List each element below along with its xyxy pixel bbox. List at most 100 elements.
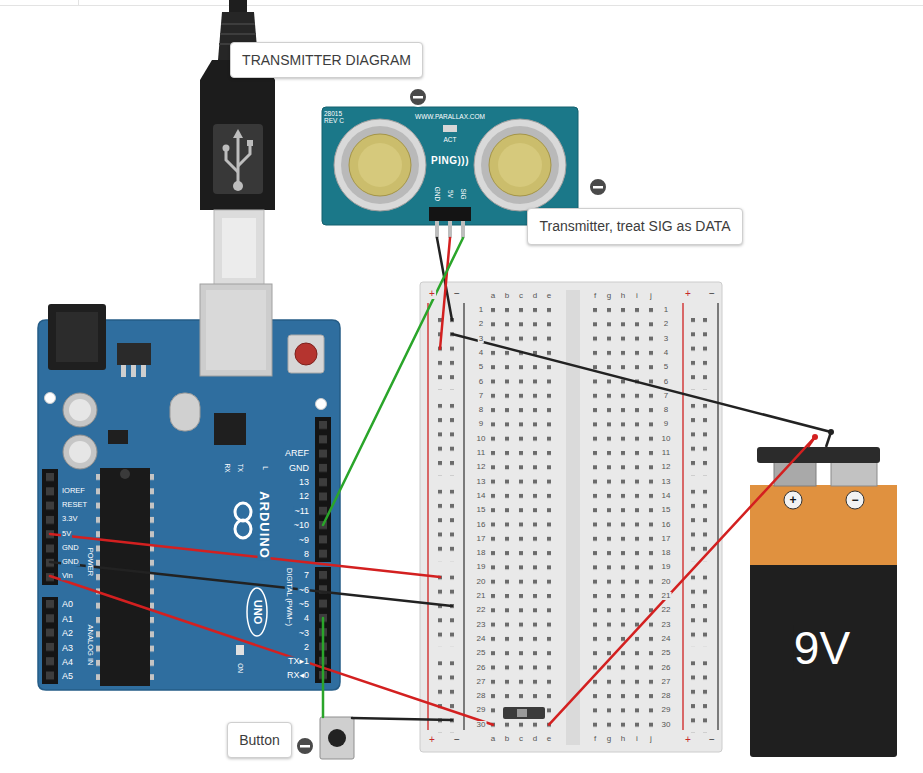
row-number: 6 — [663, 378, 669, 386]
column-letter: c — [518, 735, 524, 743]
wire — [323, 238, 463, 525]
pin-label: A3 — [61, 644, 74, 653]
usb-symbol-panel — [213, 124, 263, 194]
rail-sign: + — [428, 735, 436, 745]
callout-marker — [296, 737, 314, 755]
column-letter: b — [504, 735, 510, 743]
polarity-mark: + — [789, 494, 796, 506]
row-number: 22 — [476, 606, 487, 614]
rail-sign: − — [453, 735, 461, 745]
capacitor — [69, 441, 91, 463]
row-number: 13 — [661, 478, 672, 486]
pin-label: A5 — [61, 672, 74, 681]
row-number: 25 — [476, 649, 487, 657]
board-brand: ARDUINO — [258, 490, 271, 560]
pin-label: A1 — [61, 615, 74, 624]
row-number: 21 — [661, 592, 672, 600]
dc-jack — [48, 304, 106, 370]
polarity-circle — [846, 491, 864, 509]
pin-label: ~5 — [298, 600, 310, 609]
canvas-edge — [0, 5, 923, 6]
polarity-circle — [784, 491, 802, 509]
pin-label: Vin — [61, 572, 74, 580]
wire — [322, 618, 325, 717]
analog-header — [42, 597, 58, 684]
usb-metal — [222, 218, 256, 278]
usb-receptacle — [206, 290, 266, 370]
row-number: 11 — [476, 449, 486, 457]
usb-symbol — [238, 146, 250, 166]
row-number: 10 — [661, 435, 672, 443]
row-number: 26 — [476, 664, 487, 672]
pin-label: A0 — [61, 600, 74, 609]
pin-label: 5V — [447, 190, 454, 198]
row-number: 12 — [476, 463, 487, 471]
usb-symbol — [247, 140, 253, 146]
rail-line — [717, 303, 719, 730]
row-number: 8 — [478, 406, 484, 414]
sensor-pin — [435, 221, 439, 238]
pin-label: 12 — [298, 492, 310, 501]
breadboard — [420, 282, 722, 752]
row-number: 15 — [661, 506, 672, 514]
crystal — [170, 393, 200, 431]
battery-band — [750, 485, 897, 565]
row-number: 3 — [478, 335, 484, 343]
rail-holes — [691, 575, 707, 647]
pin-label: ~11 — [293, 507, 310, 516]
usb-metal — [214, 210, 264, 286]
column-letter: f — [593, 735, 597, 743]
transducer — [474, 119, 566, 211]
row-number: 18 — [661, 549, 672, 557]
transducer — [334, 119, 426, 211]
rail-line — [427, 303, 429, 730]
rail-sign: + — [428, 289, 436, 299]
regulator-leg — [121, 365, 126, 377]
row-number: 12 — [661, 463, 672, 471]
pin-label: 4 — [303, 614, 310, 623]
transducer-mesh — [349, 134, 411, 196]
column-letter: f — [593, 292, 597, 300]
row-number: 27 — [661, 678, 672, 686]
pin-label: GND — [288, 464, 310, 473]
header-pins — [46, 600, 54, 684]
column-letter: j — [649, 735, 653, 743]
callout-marker — [589, 178, 607, 196]
row-number: 13 — [476, 478, 487, 486]
row-number: 16 — [661, 521, 672, 529]
row-number: 11 — [661, 449, 671, 457]
row-number: 19 — [476, 563, 487, 571]
row-number: 24 — [661, 635, 672, 643]
usb-chip — [214, 413, 246, 445]
pin-label: GND — [61, 558, 80, 566]
led-label: RX — [224, 462, 231, 473]
rail-holes — [691, 661, 707, 733]
pin-label: 13 — [298, 478, 310, 487]
row-number: 17 — [476, 535, 487, 543]
battery-voltage: 9V — [794, 625, 850, 671]
regulator-leg — [141, 365, 146, 377]
rail-holes — [691, 404, 707, 476]
atmega-chip — [100, 468, 150, 686]
column-letter: a — [490, 735, 496, 743]
column-letter: i — [635, 735, 639, 743]
rail-holes — [438, 661, 454, 733]
uno-oval — [247, 588, 267, 636]
row-number: 4 — [663, 349, 669, 357]
row-number: 26 — [661, 664, 672, 672]
sensor-marking: 28015 REV C — [324, 110, 348, 124]
pin-label: 3.3V — [61, 515, 78, 523]
row-number: 20 — [476, 578, 487, 586]
arduino-logo — [235, 503, 251, 521]
row-number: 18 — [476, 549, 487, 557]
row-number: 7 — [478, 392, 484, 400]
pin-label: TX▸1 — [287, 657, 310, 666]
header-title: DIGITAL (PWM~) — [285, 567, 293, 627]
rail-holes — [438, 575, 454, 647]
column-letter: j — [649, 292, 653, 300]
row-number: 16 — [476, 521, 487, 529]
column-letter: g — [606, 292, 612, 300]
on-led — [236, 645, 244, 655]
capacitor — [69, 399, 91, 421]
led-label: TX — [237, 463, 244, 473]
